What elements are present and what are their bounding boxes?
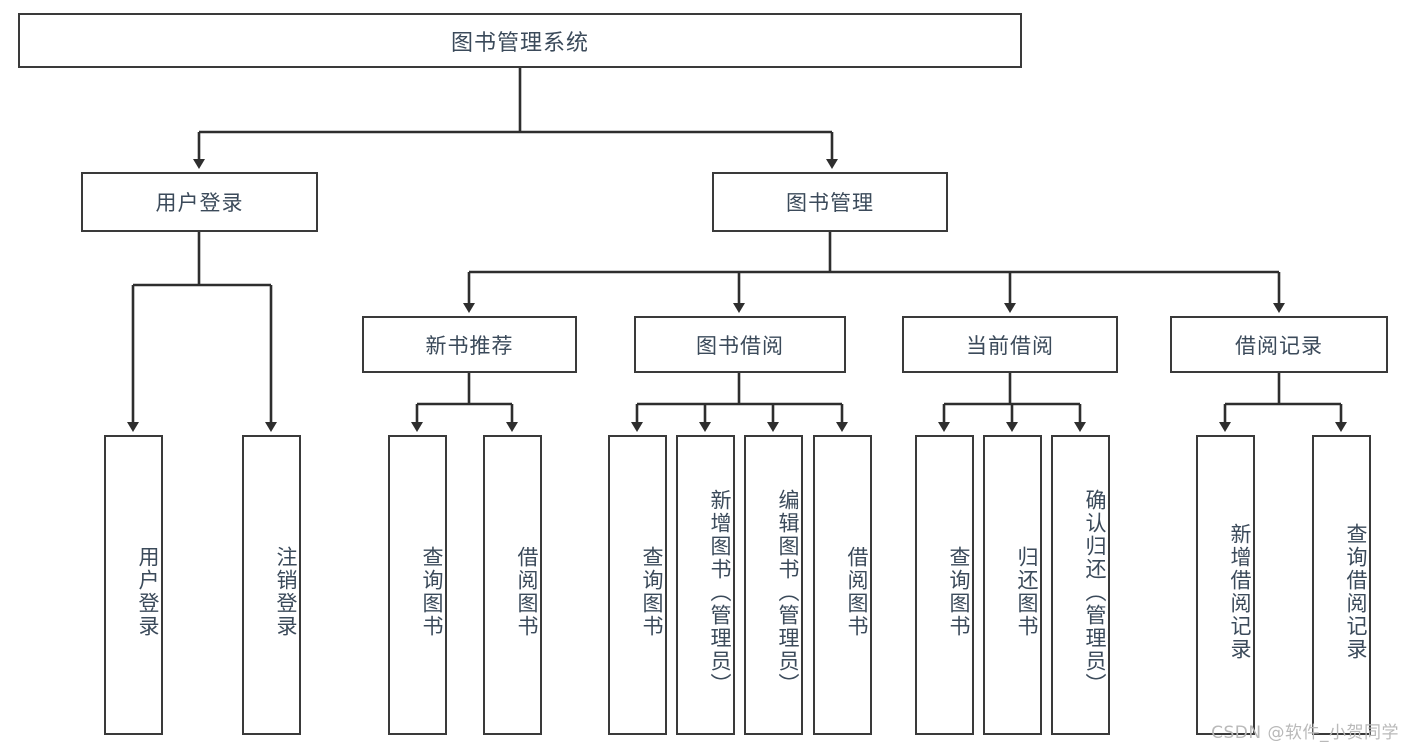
leaf-query-book-recommend[interactable]: 查询图书	[388, 435, 447, 735]
leaf-return-book[interactable]: 归还图书	[983, 435, 1042, 735]
leaf-confirm-return-admin[interactable]: 确认归还（管理员）	[1051, 435, 1110, 735]
node-root-book-management-system[interactable]: 图书管理系统	[18, 13, 1022, 68]
leaf-query-book-current[interactable]: 查询图书	[915, 435, 974, 735]
leaf-query-borrow-record[interactable]: 查询借阅记录	[1312, 435, 1371, 735]
watermark: CSDN @软件_小贺同学	[1211, 723, 1399, 743]
node-user-login[interactable]: 用户登录	[81, 172, 318, 232]
leaf-user-login[interactable]: 用户登录	[104, 435, 163, 735]
node-new-book-recommend[interactable]: 新书推荐	[362, 316, 577, 373]
leaf-add-book-admin[interactable]: 新增图书（管理员）	[676, 435, 735, 735]
node-book-borrow[interactable]: 图书借阅	[634, 316, 846, 373]
node-borrow-record[interactable]: 借阅记录	[1170, 316, 1388, 373]
leaf-query-book-borrow[interactable]: 查询图书	[608, 435, 667, 735]
leaf-edit-book-admin[interactable]: 编辑图书（管理员）	[744, 435, 803, 735]
leaf-borrow-book[interactable]: 借阅图书	[813, 435, 872, 735]
leaf-logout-login[interactable]: 注销登录	[242, 435, 301, 735]
node-book-management[interactable]: 图书管理	[712, 172, 948, 232]
leaf-add-borrow-record[interactable]: 新增借阅记录	[1196, 435, 1255, 735]
node-current-borrow[interactable]: 当前借阅	[902, 316, 1118, 373]
leaf-borrow-book-recommend[interactable]: 借阅图书	[483, 435, 542, 735]
